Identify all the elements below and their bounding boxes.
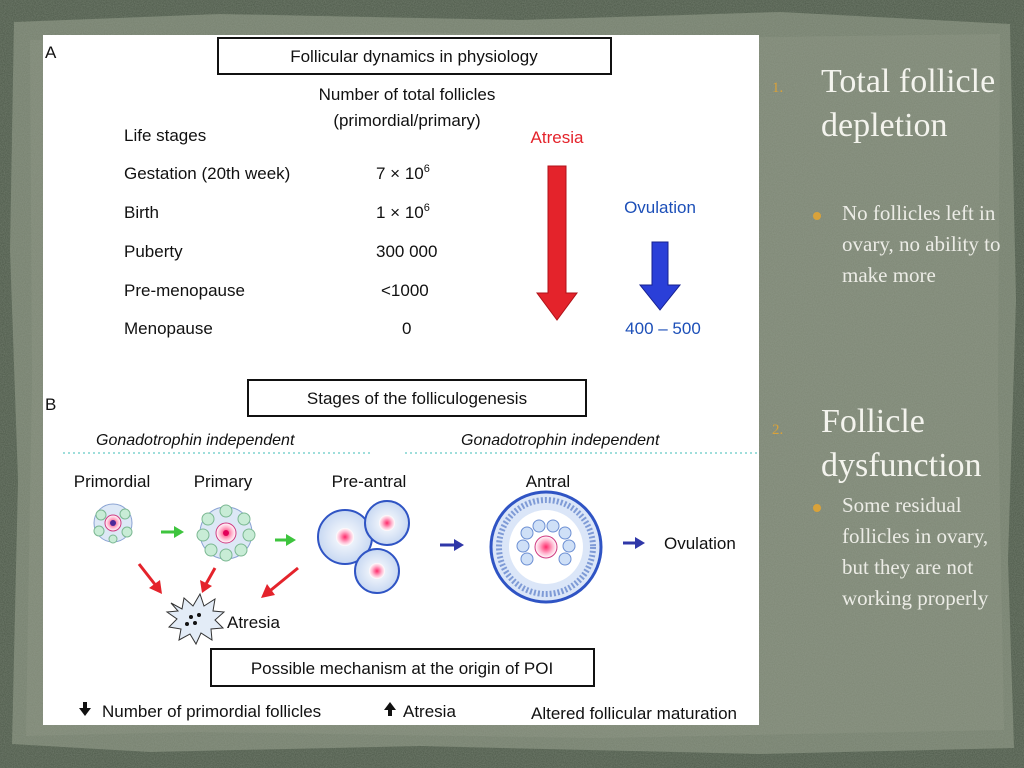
atresia-stage-label: Atresia — [227, 613, 280, 632]
stage-name: Puberty — [124, 242, 183, 261]
stage-label-primary: Primary — [194, 472, 253, 491]
life-stages-label: Life stages — [124, 126, 206, 145]
arrow-down-icon — [79, 702, 91, 716]
ovulation-header: Ovulation — [624, 198, 696, 217]
atretic-follicle-illustration — [165, 592, 226, 646]
blue-progression-arrows — [440, 537, 645, 551]
life-stage-table: Gestation (20th week) 7 × 106 Birth 1 × … — [124, 163, 437, 338]
mechanism-item-3: Altered follicular maturation — [531, 704, 737, 723]
mechanism-item-2: Atresia — [403, 702, 456, 721]
stage-label-primordial: Primordial — [74, 472, 151, 491]
green-progression-arrows — [161, 526, 296, 546]
column-header-line-1: Number of total follicles — [319, 85, 496, 104]
mechanism-item-1: Number of primordial follicles — [102, 702, 321, 721]
follicle-count: 300 000 — [376, 242, 437, 261]
atresia-arrows — [137, 563, 299, 598]
column-header-line-2: (primordial/primary) — [333, 111, 480, 130]
stage-label-antral: Antral — [526, 472, 570, 491]
panel-b-title-box — [247, 379, 587, 417]
follicle-count: 7 × 106 — [376, 163, 430, 183]
phase-label-right: Gonadotrophin independent — [461, 432, 660, 449]
point-1-detail: No follicles left in ovary, no ability t… — [842, 201, 1001, 287]
antral-follicle-illustration — [489, 490, 603, 604]
stage-name: Gestation (20th week) — [124, 164, 290, 183]
bullet-dot — [813, 212, 821, 220]
follicle-figure: A Follicular dynamics in physiology Numb… — [43, 35, 759, 725]
mechanism-title: Possible mechanism at the origin of POI — [251, 659, 553, 678]
point-2-heading: Follicle dysfunction — [821, 403, 982, 484]
atresia-header: Atresia — [531, 128, 584, 147]
stage-name: Pre-menopause — [124, 281, 245, 300]
point-1-number: 1. — [772, 80, 784, 96]
follicle-count: 0 — [402, 319, 411, 338]
bullet-dot — [813, 504, 821, 512]
stage-label-pre-antral: Pre-antral — [332, 472, 407, 491]
panel-b-title: Stages of the folliculogenesis — [307, 389, 527, 408]
stage-name: Birth — [124, 203, 159, 222]
pre-antral-follicle-illustration — [317, 500, 410, 594]
panel-a-title-box — [217, 37, 612, 75]
ovulation-count: 400 – 500 — [625, 319, 701, 338]
follicle-count: 1 × 106 — [376, 202, 430, 222]
phase-label-left: Gonadotrophin independent — [96, 432, 295, 449]
ovulation-stage-label: Ovulation — [664, 534, 736, 553]
atresia-down-arrow — [536, 165, 578, 321]
table-row: Birth 1 × 106 — [124, 202, 430, 222]
stage-name: Menopause — [124, 319, 213, 338]
table-row: Puberty 300 000 — [124, 242, 437, 261]
arrow-up-icon — [384, 702, 396, 716]
table-row: Gestation (20th week) 7 × 106 — [124, 163, 430, 183]
point-2-detail: Some residual follicles in ovary, but th… — [842, 493, 989, 610]
table-row: Menopause 0 — [124, 319, 411, 338]
point-1-heading: Total follicle depletion — [821, 63, 996, 144]
primary-follicle-illustration — [196, 504, 256, 562]
panel-a-letter: A — [45, 43, 57, 62]
ovulation-down-arrow — [638, 241, 682, 311]
follicle-count: <1000 — [381, 281, 429, 300]
panel-a-title: Follicular dynamics in physiology — [290, 47, 538, 66]
mechanism-title-box — [210, 648, 595, 687]
point-2-number: 2. — [772, 422, 784, 438]
table-row: Pre-menopause <1000 — [124, 281, 429, 300]
primordial-follicle-illustration — [93, 503, 133, 544]
panel-b-letter: B — [45, 395, 56, 414]
